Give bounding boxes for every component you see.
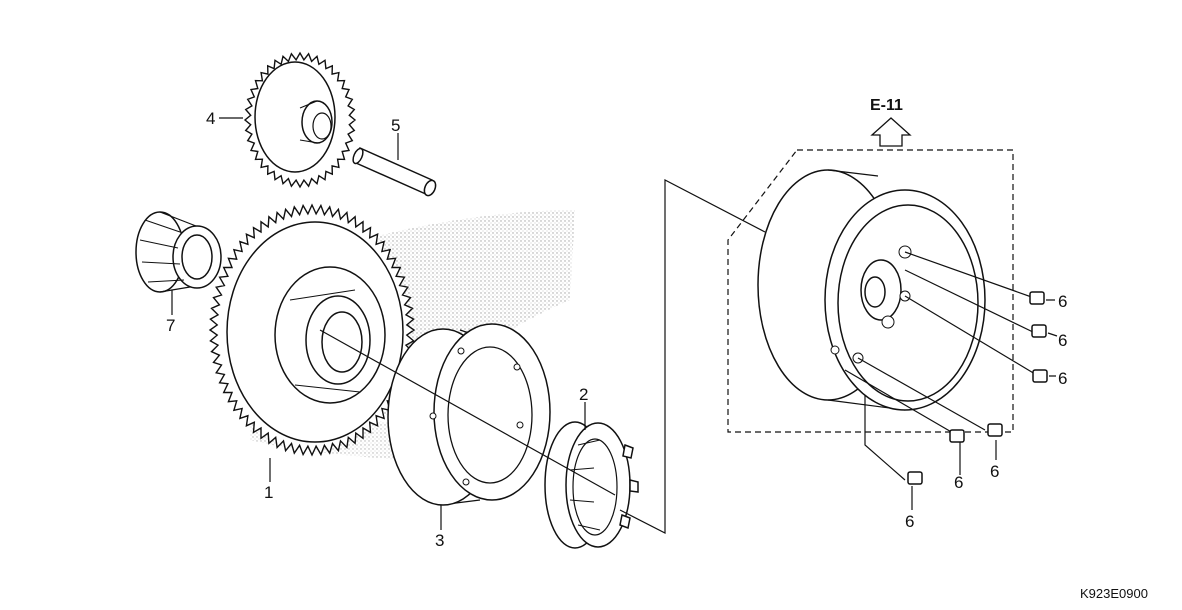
- part-label-6: 6: [905, 512, 914, 531]
- starter-clutch-outer: [387, 323, 551, 506]
- starter-reduction-gear: [243, 51, 357, 189]
- flange-bolts: [844, 251, 1048, 485]
- part-label-7: 7: [166, 316, 175, 335]
- one-way-clutch: [544, 421, 639, 549]
- part-label-2: 2: [579, 385, 588, 404]
- bolt-icon: [907, 291, 1048, 485]
- part-label-6: 6: [990, 462, 999, 481]
- part-label-6: 6: [954, 473, 963, 492]
- reduction-gear-shaft: [352, 146, 437, 197]
- part-label-6: 6: [1058, 369, 1067, 388]
- assembly-lines: [319, 179, 766, 534]
- section-reference: E-11: [870, 97, 903, 114]
- part-label-6: 6: [1058, 331, 1067, 350]
- starter-driven-gear: [208, 203, 416, 457]
- part-label-4: 4: [206, 109, 215, 128]
- part-label-5: 5: [391, 116, 400, 135]
- drawing-code: K923E0900: [1080, 586, 1148, 601]
- label-leaders: [171, 117, 1058, 530]
- section-reference-arrow: [870, 117, 912, 147]
- needle-bearing: [135, 211, 222, 293]
- flywheel-reference: [727, 149, 1014, 433]
- part-label-3: 3: [435, 531, 444, 550]
- part-label-6: 6: [1058, 292, 1067, 311]
- part-label-1: 1: [264, 483, 273, 502]
